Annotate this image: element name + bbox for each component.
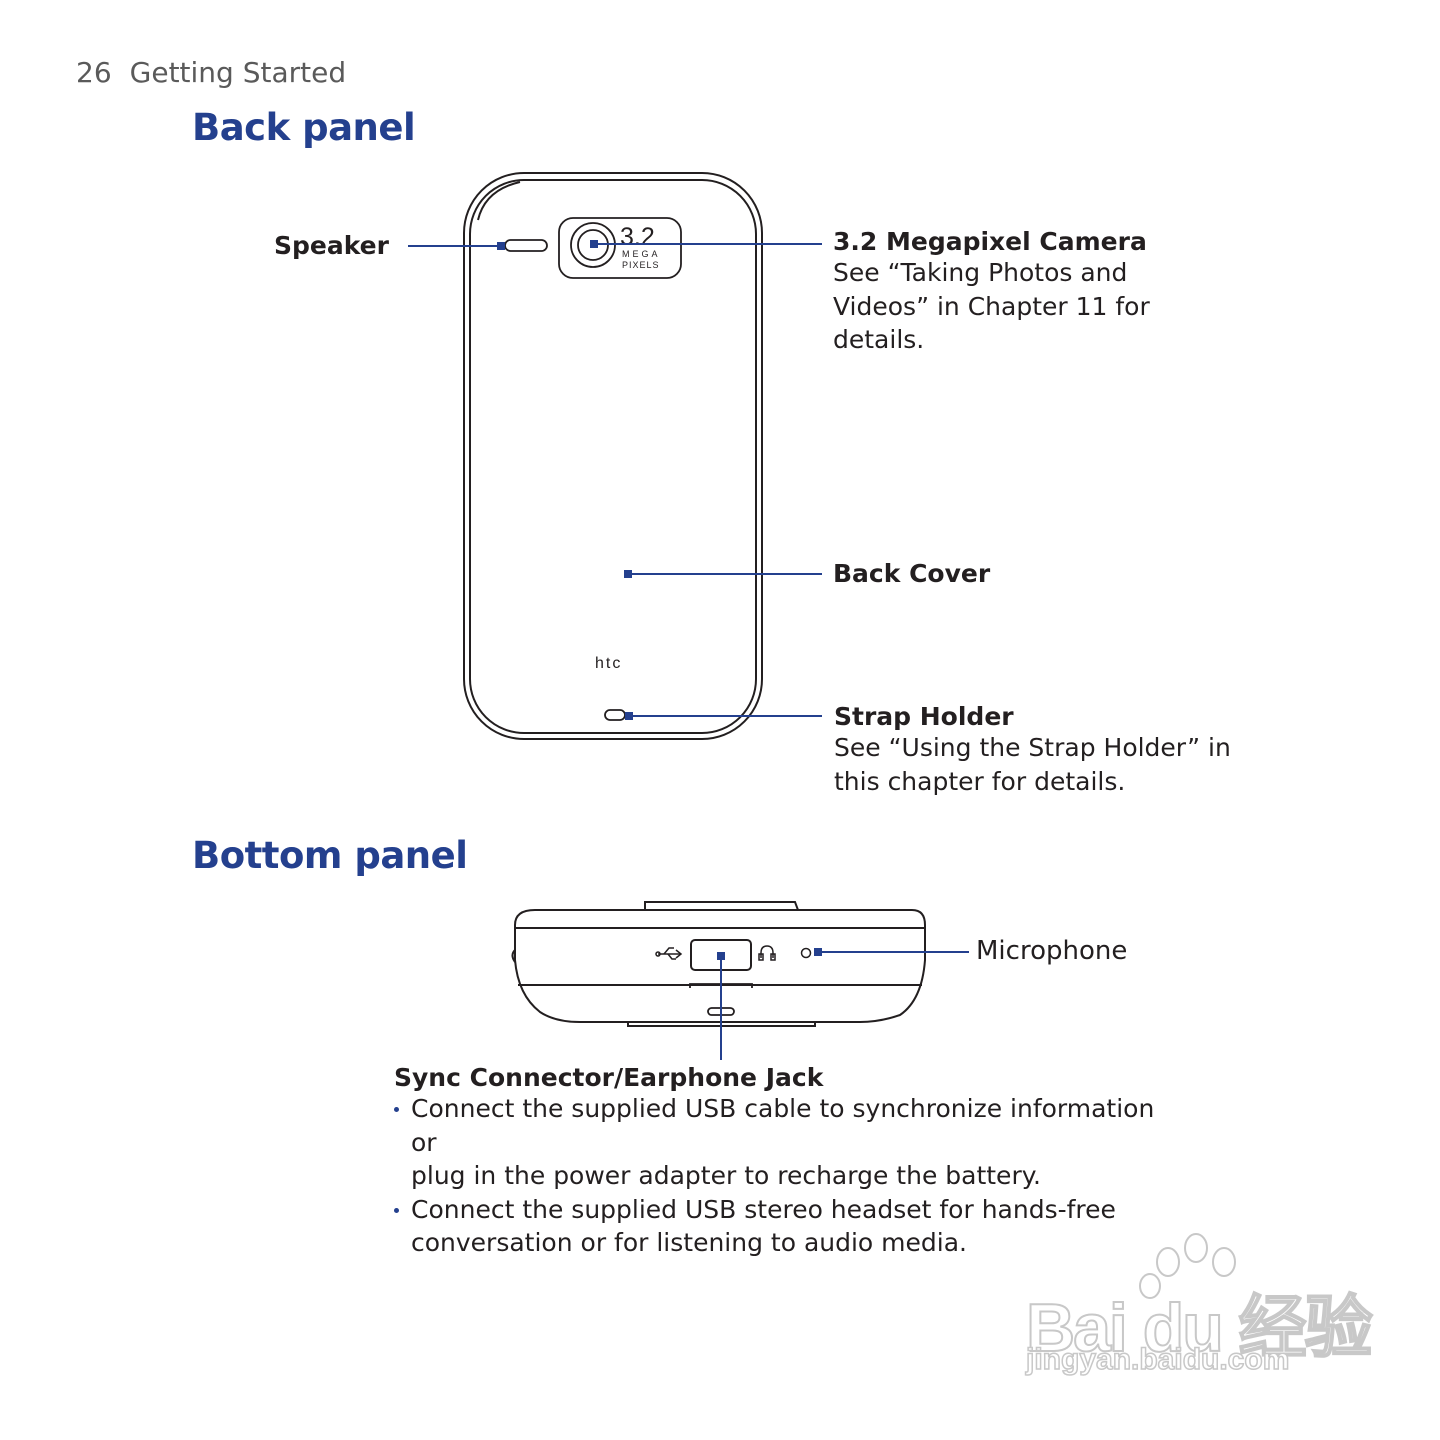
phone-bottom-outline xyxy=(511,901,926,1027)
bullet-line: plug in the power adapter to recharge th… xyxy=(411,1161,1041,1190)
camera-desc-line: Videos” in Chapter 11 for xyxy=(833,291,1150,321)
bottom-callout-lines xyxy=(720,951,969,1060)
camera-callout: 3.2 Megapixel Camera See “Taking Photos … xyxy=(833,227,1150,357)
camera-badge-line2: PIXELS xyxy=(622,260,660,270)
microphone-marker xyxy=(814,948,822,956)
camera-badge-line1: MEGA xyxy=(622,249,661,259)
list-item: Connect the supplied USB cable to synchr… xyxy=(394,1092,1184,1193)
sync-label: Sync Connector/Earphone Jack xyxy=(394,1063,824,1092)
strap-holder-description: See “Using the Strap Holder” in this cha… xyxy=(834,731,1231,798)
headphone-icon xyxy=(758,945,776,961)
microphone-label: Microphone xyxy=(976,936,1128,966)
strap-holder-desc-line: this chapter for details. xyxy=(834,766,1126,796)
camera-module xyxy=(558,217,682,279)
speaker-label: Speaker xyxy=(274,231,389,260)
bottom-callout-markers xyxy=(717,948,822,960)
running-head: 26 Getting Started xyxy=(76,56,346,89)
back-panel-heading: Back panel xyxy=(192,106,416,149)
strap-holder-marker xyxy=(625,712,633,720)
back-callout-lines xyxy=(408,243,822,717)
watermark-main-text: Bai du 经验 xyxy=(1025,1289,1374,1367)
back-cover-marker xyxy=(624,570,632,578)
sync-callout: Sync Connector/Earphone Jack Connect the… xyxy=(394,1063,1184,1260)
phone-back-outline xyxy=(463,172,763,740)
usb-icon xyxy=(655,947,683,960)
microphone-hole xyxy=(800,947,812,959)
bullet-line: conversation or for listening to audio m… xyxy=(411,1228,967,1257)
camera-marker xyxy=(590,240,598,248)
section-title: Getting Started xyxy=(129,56,347,89)
strap-holder-label: Strap Holder xyxy=(834,702,1014,731)
back-callout-markers xyxy=(497,240,633,720)
bottom-panel-heading: Bottom panel xyxy=(192,834,468,877)
list-item: Connect the supplied USB stereo headset … xyxy=(394,1193,1184,1260)
watermark-url: jingyan.baidu.com xyxy=(1025,1342,1290,1377)
speaker-marker xyxy=(497,242,505,250)
camera-description: See “Taking Photos and Videos” in Chapte… xyxy=(833,256,1150,357)
page-number: 26 xyxy=(76,56,112,89)
bullet-line: Connect the supplied USB cable to synchr… xyxy=(411,1094,1155,1157)
back-cover-label: Back Cover xyxy=(833,559,991,588)
strap-holder-callout: Strap Holder See “Using the Strap Holder… xyxy=(834,702,1231,798)
camera-label: 3.2 Megapixel Camera xyxy=(833,227,1147,256)
strap-holder-desc-line: See “Using the Strap Holder” in xyxy=(834,733,1231,762)
bullet-line: Connect the supplied USB stereo headset … xyxy=(411,1194,1116,1224)
sync-marker xyxy=(717,952,725,960)
camera-badge-value: 3.2 xyxy=(620,223,655,251)
htc-logo: htc xyxy=(595,655,622,672)
camera-desc-line: See “Taking Photos and xyxy=(833,258,1128,287)
sync-bullet-list: Connect the supplied USB cable to synchr… xyxy=(394,1092,1184,1260)
camera-desc-line: details. xyxy=(833,325,925,354)
